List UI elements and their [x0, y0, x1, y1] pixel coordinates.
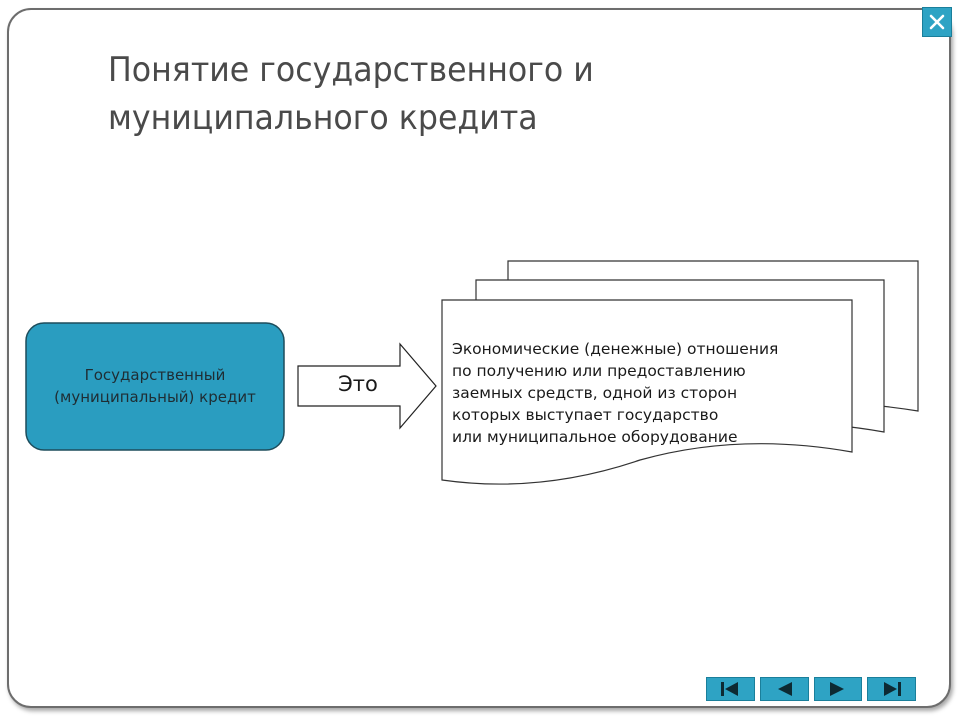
slide-title-line-2: муниципального кредита: [108, 98, 538, 138]
slide-navigation: [706, 677, 916, 701]
definition-line-2: по получению или предоставлению: [452, 362, 746, 380]
source-node-line-1: Государственный: [84, 366, 226, 384]
document-stack: [441, 260, 919, 485]
previous-slide-icon: [778, 682, 793, 696]
arrow-label: Это: [338, 372, 378, 396]
source-node-label: Государственный (муниципальный) кредит: [26, 364, 284, 408]
slide-title-line-1: Понятие государственного и: [108, 50, 594, 90]
previous-slide-button[interactable]: [759, 677, 809, 701]
last-slide-icon: [883, 682, 901, 696]
document-front: [441, 299, 853, 485]
source-node-box: [25, 322, 285, 451]
definition-line-5: или муниципальное оборудование: [452, 428, 738, 446]
slide-title: Понятие государственного и муниципальног…: [108, 46, 759, 142]
definition-line-4: которых выступает государство: [452, 406, 719, 424]
definition-line-1: Экономические (денежные) отношения: [452, 340, 779, 358]
first-slide-icon: [721, 682, 739, 696]
definition-line-3: заемных средств, одной из сторон: [452, 384, 738, 402]
close-button[interactable]: [922, 7, 952, 37]
next-slide-button[interactable]: [813, 677, 863, 701]
source-node-line-2: (муниципальный) кредит: [54, 388, 256, 406]
first-slide-button[interactable]: [706, 677, 755, 701]
definition-text: Экономические (денежные) отношения по по…: [452, 338, 852, 448]
arrow-shape: [297, 342, 437, 430]
last-slide-button[interactable]: [867, 677, 916, 701]
next-slide-icon: [829, 682, 844, 696]
close-icon: [929, 14, 945, 30]
